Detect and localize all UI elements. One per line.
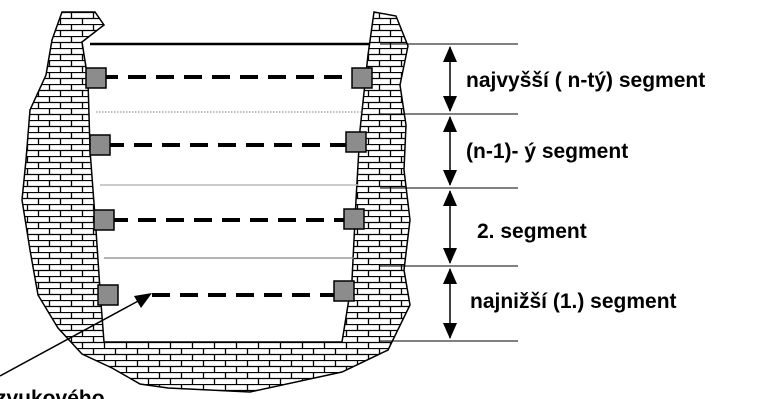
sensor-box (351, 67, 373, 89)
sensor-box (345, 131, 367, 153)
sensor-box (97, 284, 119, 306)
leader-arrow (0, 293, 152, 377)
sensor-box (93, 209, 115, 231)
dimension-arrow-second (443, 190, 457, 264)
dimension-arrow-bottom (443, 268, 457, 339)
dimension-arrow-n-minus-1 (443, 116, 457, 186)
segment-label-bottom: najnižší (1.) segment (470, 290, 677, 313)
sensor-box (89, 134, 111, 156)
sensor-box (85, 67, 107, 89)
sensor-caption: zvukového (0, 387, 105, 399)
segment-label-n-minus-1: (n-1)- ý segment (466, 140, 628, 163)
segment-label-second: 2. segment (477, 220, 587, 243)
sensor-box (333, 280, 355, 302)
sensor-box (343, 208, 365, 230)
segment-label-top: najvyšší ( n-tý) segment (466, 69, 705, 92)
dimension-arrow-top (443, 46, 457, 112)
brick-wall (21, 11, 411, 393)
